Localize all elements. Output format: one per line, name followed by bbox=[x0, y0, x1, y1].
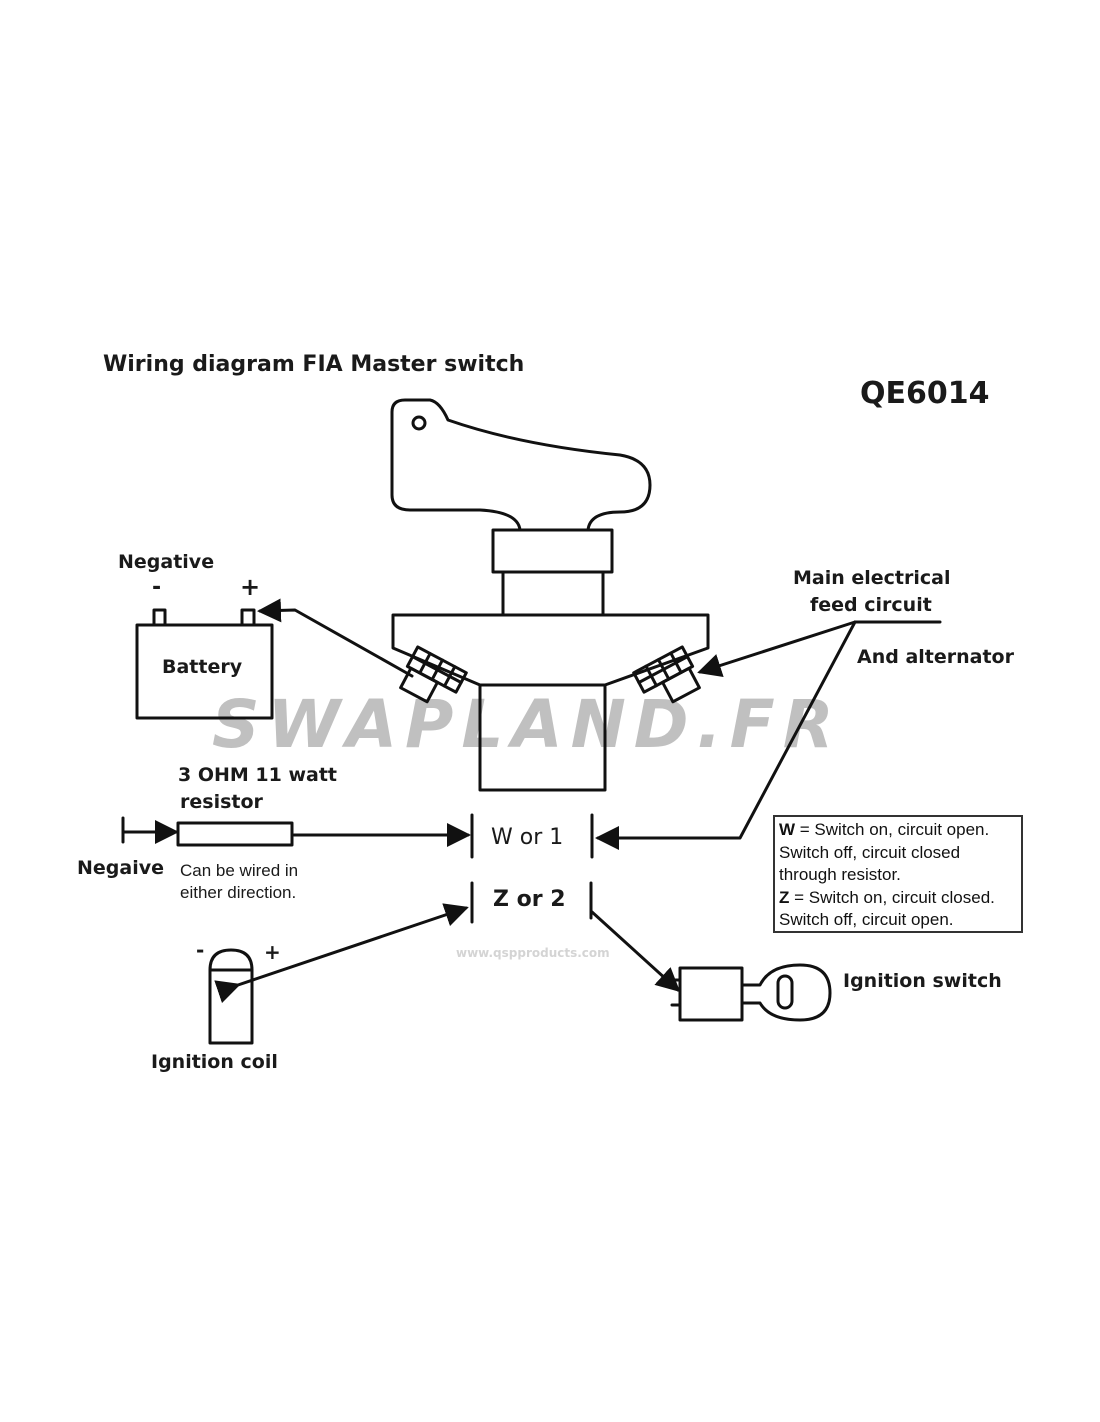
page-title: Wiring diagram FIA Master switch bbox=[103, 352, 525, 377]
ignition-switch-wire bbox=[590, 910, 681, 993]
legend-w-text: = Switch on, circuit open. bbox=[795, 820, 990, 839]
legend-z-line2: Switch off, circuit open. bbox=[779, 910, 954, 929]
master-switch bbox=[390, 398, 710, 792]
handle-hole bbox=[411, 415, 427, 431]
ignition-switch-label: Ignition switch bbox=[843, 970, 1002, 992]
resistor-note-1: Can be wired in bbox=[180, 861, 299, 880]
resistor-label-2: resistor bbox=[180, 791, 263, 813]
legend-w-line2: Switch off, circuit closed bbox=[779, 842, 961, 862]
legend-w-key: W bbox=[779, 820, 796, 839]
legend-box: W = Switch on, circuit open. Switch off,… bbox=[773, 815, 1023, 933]
w-wire bbox=[595, 620, 857, 850]
switch-neck bbox=[501, 570, 605, 617]
coil-plus: + bbox=[264, 940, 281, 964]
resistor-negative-label: Negaive bbox=[77, 857, 164, 879]
legend-z-key: Z bbox=[779, 887, 790, 907]
legend-z-text: = Switch on, circuit closed. bbox=[789, 887, 995, 907]
ignition-key-icon bbox=[670, 963, 832, 1022]
battery-label: Battery bbox=[162, 656, 243, 678]
resistor-label-1: 3 OHM 11 watt bbox=[178, 764, 338, 786]
feed-label-1: Main electrical bbox=[793, 567, 951, 589]
switch-body bbox=[478, 683, 607, 792]
alternator-label: And alternator bbox=[857, 646, 1014, 668]
coil-minus: - bbox=[196, 938, 205, 962]
negative-label: Negative bbox=[118, 551, 215, 573]
right-terminal bbox=[632, 645, 701, 704]
left-terminal bbox=[399, 645, 468, 704]
coil-wire bbox=[214, 903, 469, 1004]
battery-minus: - bbox=[152, 575, 162, 600]
resistor-note-2: either direction. bbox=[180, 883, 297, 902]
switch-handle bbox=[390, 398, 652, 532]
terminal-w-label: W or 1 bbox=[491, 825, 564, 850]
watermark: SWAPLAND.FR bbox=[212, 686, 842, 763]
ignition-coil-label: Ignition coil bbox=[151, 1051, 278, 1073]
watermark-url: www.qspproducts.com bbox=[456, 946, 610, 960]
legend-w-line3: through resistor. bbox=[779, 865, 901, 884]
battery-icon bbox=[135, 608, 274, 720]
feed-label-2: feed circuit bbox=[810, 594, 932, 616]
switch-cap bbox=[491, 528, 614, 574]
switch-flange bbox=[391, 613, 710, 687]
resistor-icon bbox=[176, 821, 294, 847]
battery-wire bbox=[257, 598, 414, 678]
terminal-z-label: Z or 2 bbox=[493, 887, 566, 912]
battery-plus: + bbox=[240, 573, 261, 601]
part-number: QE6014 bbox=[860, 376, 990, 411]
ignition-coil-icon bbox=[208, 948, 254, 1045]
